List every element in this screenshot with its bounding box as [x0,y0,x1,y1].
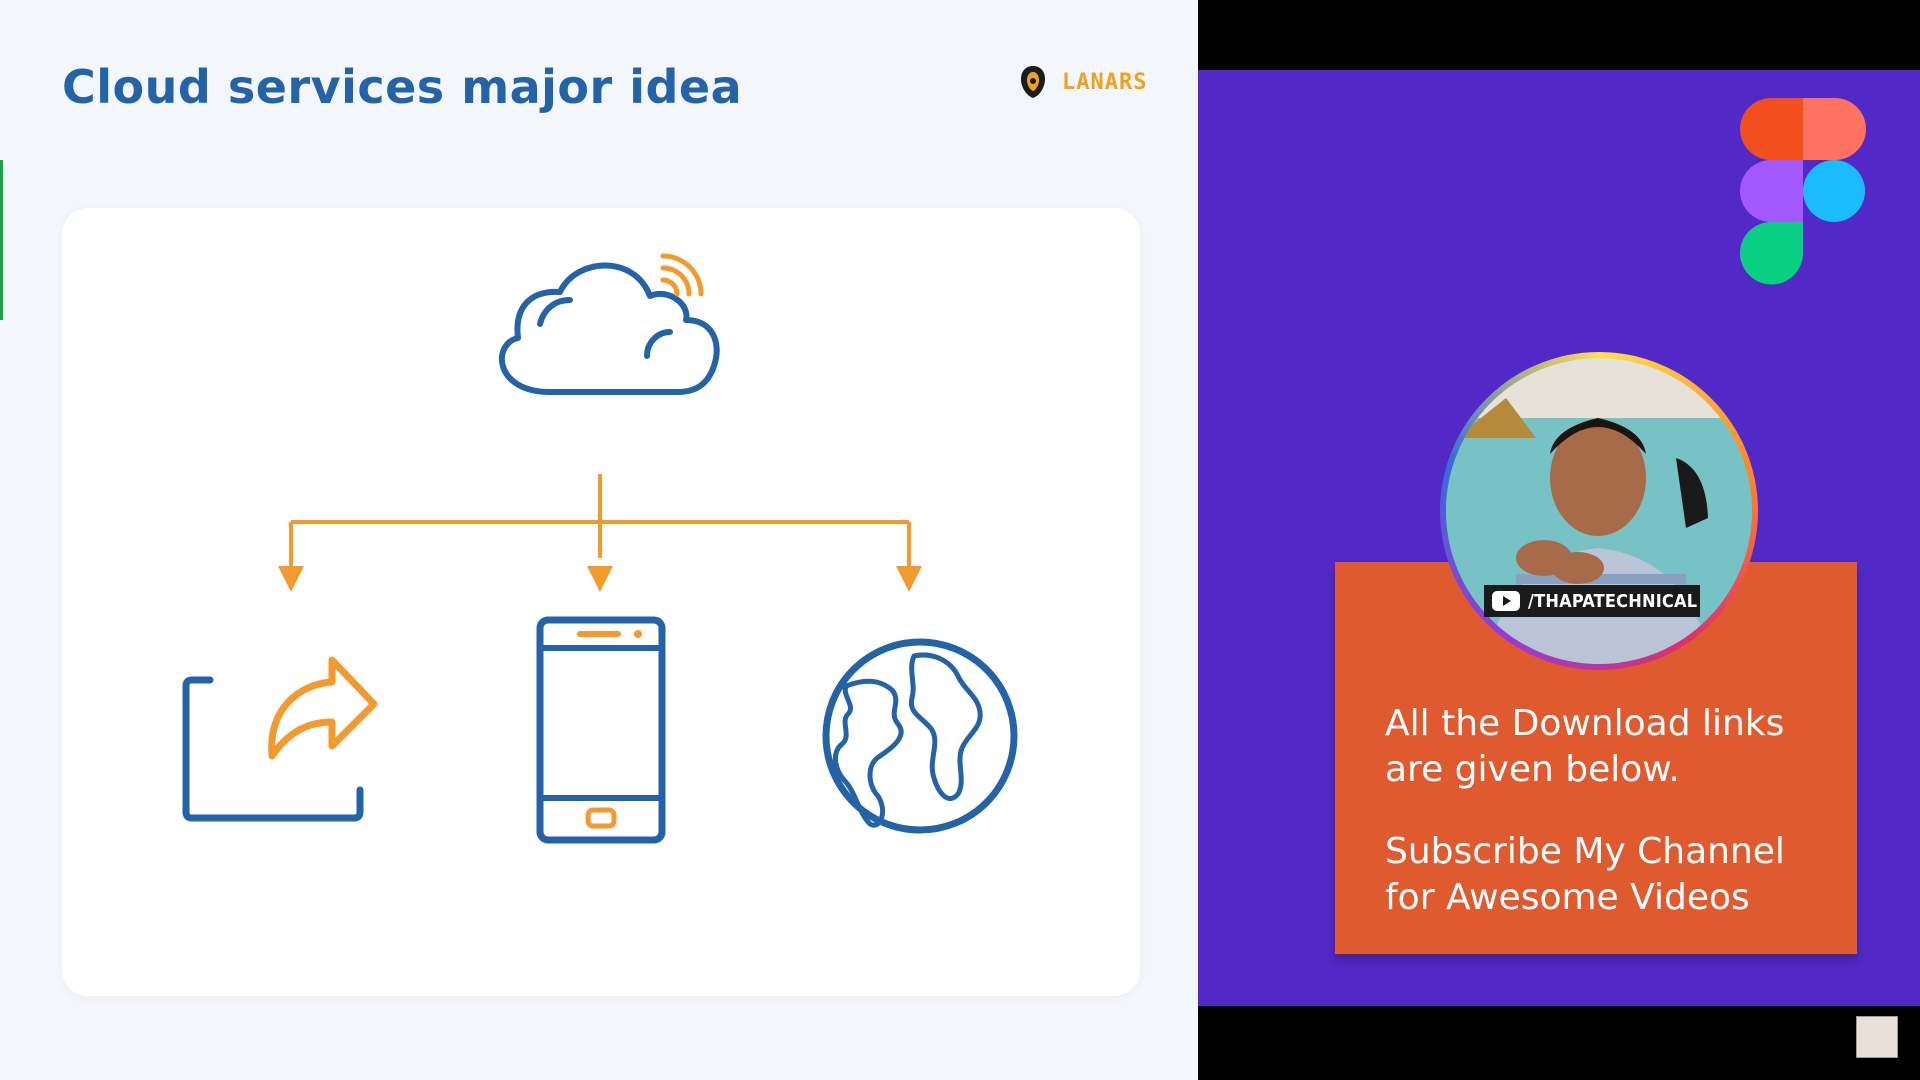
message-line-2: are given below. [1385,749,1680,790]
slide-title: Cloud services major idea [62,60,743,114]
lanars-logo: LANARS [1018,62,1147,102]
message-line-4: for Awesome Videos [1385,877,1750,918]
presentation-slide: Cloud services major idea LANARS [0,0,1198,1080]
figma-icon [1740,98,1866,285]
cloud-wifi-icon [498,253,720,395]
arrowheads [278,566,922,592]
globe-icon [822,638,1018,834]
smartphone-icon [536,616,666,844]
channel-handle-badge: /THAPATECHNICAL [1484,585,1700,617]
slide-edge-accent [0,160,3,320]
youtube-icon [1492,591,1520,611]
channel-handle: /THAPATECHNICAL [1528,590,1698,612]
lion-head-icon [1021,66,1045,98]
presenter-photo [1446,358,1752,664]
channel-watermark [1856,1016,1898,1058]
cloud-diagram [182,253,1018,844]
message-line-1: All the Download links [1385,703,1785,744]
logo-text: LANARS [1062,69,1148,95]
connector-arrows [289,474,911,568]
diagram-card [62,208,1140,996]
message-line-3: Subscribe My Channel [1385,831,1785,872]
share-icon [182,656,378,822]
presenter-avatar [1446,358,1752,664]
